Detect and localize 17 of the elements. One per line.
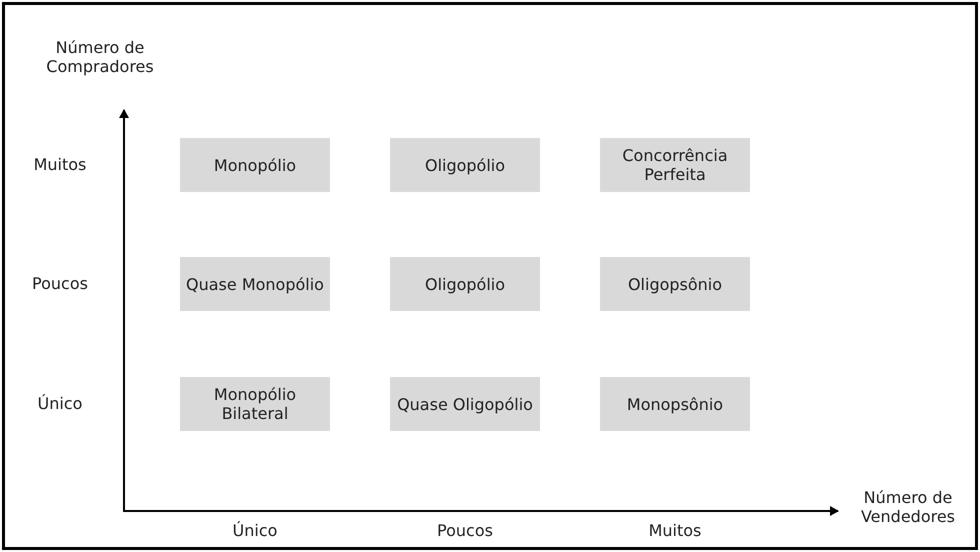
market-type-box: Concorrência Perfeita: [600, 138, 750, 192]
column-label: Muitos: [648, 521, 702, 540]
axis-title: Número de Compradores: [45, 38, 155, 76]
market-type-box: Oligopólio: [390, 257, 540, 311]
market-type-box: Oligopólio: [390, 138, 540, 192]
market-type-box: Monopólio Bilateral: [180, 377, 330, 431]
market-type-box: Monopólio: [180, 138, 330, 192]
row-label: Poucos: [31, 274, 89, 293]
market-type-box: Monopsônio: [600, 377, 750, 431]
column-label: Poucos: [436, 521, 494, 540]
market-type-box: Quase Monopólio: [180, 257, 330, 311]
row-label: Muitos: [32, 155, 88, 174]
market-type-box: Quase Oligopólio: [390, 377, 540, 431]
row-label: Único: [36, 394, 84, 413]
column-label: Único: [232, 521, 278, 540]
axis-title: Número de Vendedores: [860, 488, 956, 526]
market-type-box: Oligopsônio: [600, 257, 750, 311]
